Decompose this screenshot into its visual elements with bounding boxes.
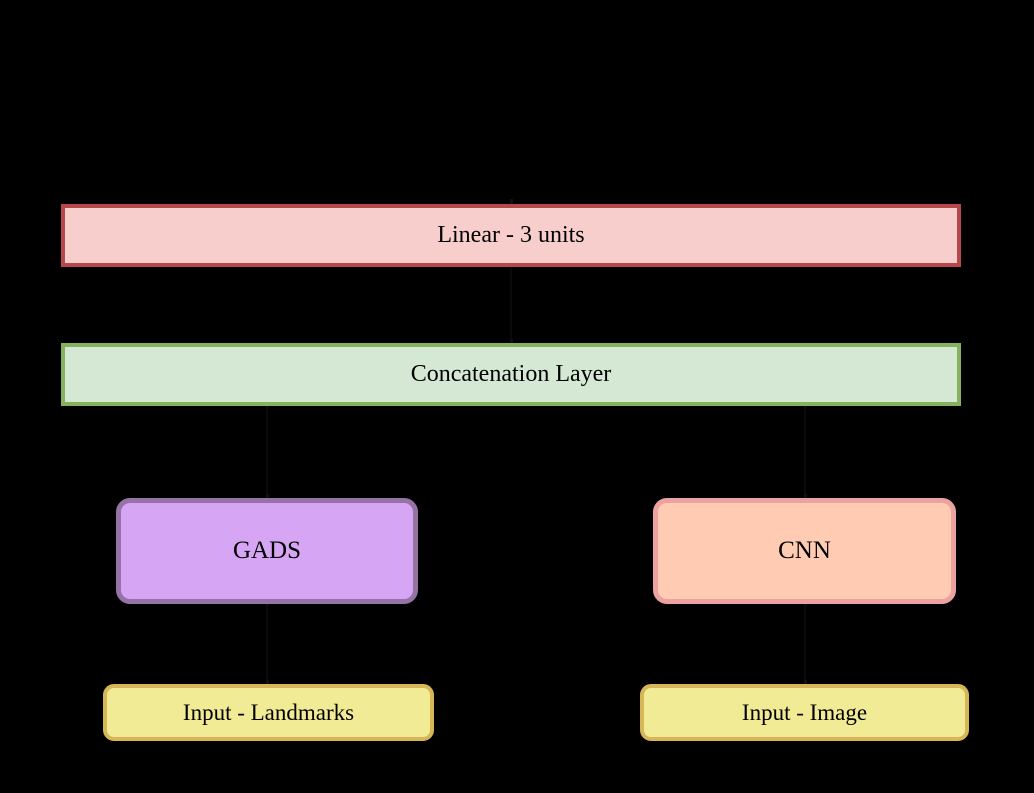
node-input-image-label: Input - Image	[741, 699, 868, 725]
node-linear[interactable]: Linear - 3 units	[61, 204, 961, 267]
edge-stub-cnn-top	[804, 494, 807, 499]
node-concatenation-layer[interactable]: Concatenation Layer	[61, 343, 961, 406]
edge-stub-input-image-top	[804, 680, 807, 685]
node-cnn-label: CNN	[778, 537, 831, 565]
node-input-image[interactable]: Input - Image	[640, 684, 969, 741]
node-gads-label: GADS	[232, 537, 302, 565]
edge-concat-to-linear	[510, 267, 512, 343]
node-input-landmarks[interactable]: Input - Landmarks	[103, 684, 434, 741]
node-input-landmarks-label: Input - Landmarks	[182, 699, 355, 725]
edge-cnn-to-concat	[804, 406, 806, 498]
node-linear-label: Linear - 3 units	[437, 222, 585, 249]
edge-stub-gads-top	[266, 494, 269, 499]
edge-input-image-to-cnn	[804, 604, 806, 684]
node-gads[interactable]: GADS	[116, 498, 418, 604]
node-cnn[interactable]: CNN	[653, 498, 956, 604]
edge-stub-linear-top	[510, 199, 513, 204]
edge-stub-input-landmarks-top	[266, 680, 269, 685]
edge-gads-to-concat	[266, 406, 268, 498]
edge-stub-concat-top	[510, 339, 513, 344]
node-concatenation-layer-label: Concatenation Layer	[410, 361, 612, 388]
edge-input-landmarks-to-gads	[266, 604, 268, 684]
